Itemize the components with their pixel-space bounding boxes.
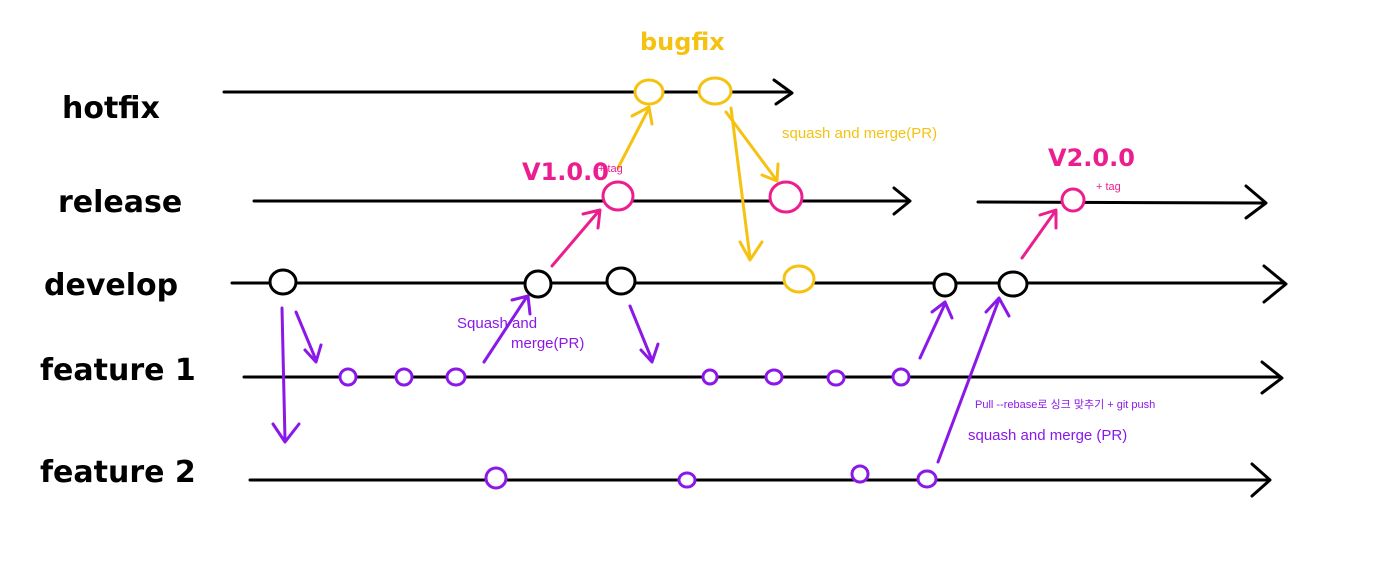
- arrow-hotfix-to-develop: [729, 106, 764, 262]
- develop-commit: [523, 269, 553, 299]
- arrow-develop-to-release-v200: [1020, 208, 1058, 260]
- feature1-commit: [764, 368, 784, 386]
- feature2-line: [248, 462, 1272, 498]
- develop-hotfix-merge-commit: [782, 264, 816, 294]
- release-commit-v200: [1060, 187, 1086, 213]
- feature2-commit: [484, 466, 508, 490]
- release-commit-v100: [601, 180, 635, 212]
- hotfix-commit: [697, 76, 733, 106]
- feature1-commit: [826, 369, 846, 387]
- feature1-commit: [394, 367, 414, 387]
- squash-merge-f1-note-line2: merge(PR): [511, 335, 584, 352]
- release-line-2: [976, 184, 1268, 220]
- feature1-commit: [338, 367, 358, 387]
- develop-commit: [268, 268, 298, 296]
- squash-merge-hotfix-note: squash and merge(PR): [782, 125, 937, 142]
- branch-label-release: release: [58, 185, 182, 220]
- v100-label: V1.0.0: [522, 158, 609, 186]
- branch-label-develop: develop: [44, 268, 178, 303]
- squash-merge-f1-note-line1: Squash and: [457, 315, 537, 332]
- bugfix-label: bugfix: [640, 28, 725, 56]
- develop-commit: [997, 270, 1029, 298]
- develop-commit: [932, 272, 958, 298]
- arrow-feature1-to-develop-1: [482, 294, 532, 364]
- arrow-feature1-to-develop-2: [918, 300, 954, 360]
- v200-label: V2.0.0: [1048, 144, 1135, 172]
- feature1-commit: [701, 368, 719, 386]
- feature2-commit: [916, 469, 938, 489]
- arrow-develop-to-release-v100: [550, 208, 602, 268]
- feature1-line: [242, 360, 1284, 395]
- feature1-commit: [445, 367, 467, 387]
- hotfix-commit: [633, 78, 665, 106]
- pull-rebase-note: Pull --rebase로 싱크 맞추기 + git push: [975, 398, 1155, 411]
- develop-commit: [605, 266, 637, 296]
- develop-line: [230, 264, 1288, 304]
- release-line-1: [252, 186, 912, 216]
- v200-tag-label: + tag: [1096, 181, 1121, 193]
- release-hotfix-merge-commit: [768, 180, 804, 214]
- arrow-feature2-to-develop: [936, 296, 1011, 464]
- arrow-release-to-hotfix: [616, 105, 654, 170]
- arrow-develop-to-feature1: [294, 310, 323, 364]
- feature2-commit: [677, 471, 697, 489]
- hotfix-line: [222, 78, 794, 106]
- squash-merge-f2-note: squash and merge (PR): [968, 427, 1127, 444]
- feature1-commit: [891, 367, 911, 387]
- feature2-commit: [850, 464, 870, 484]
- v100-tag-label: + tag: [598, 163, 623, 175]
- branch-label-feature1: feature 1: [40, 353, 196, 388]
- arrow-develop-to-feature1-2: [628, 304, 660, 364]
- arrow-develop-to-feature2: [271, 306, 301, 444]
- branch-label-feature2: feature 2: [40, 455, 196, 490]
- branch-label-hotfix: hotfix: [62, 91, 160, 126]
